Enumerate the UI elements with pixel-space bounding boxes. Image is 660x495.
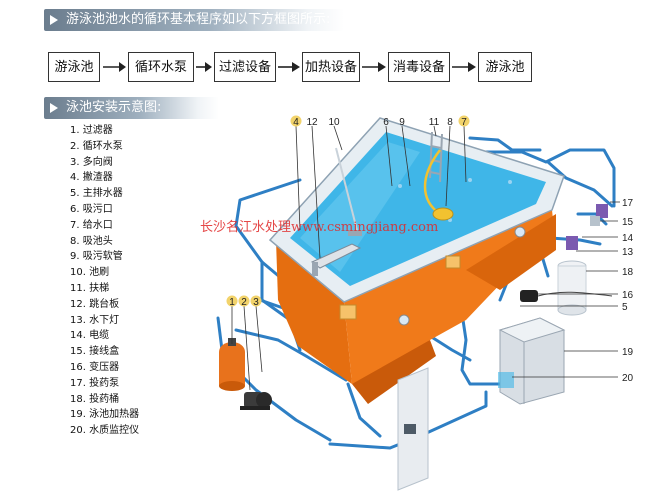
callout-16: 16 [622,290,634,301]
callout-9: 9 [399,117,405,128]
callout-10: 10 [328,117,340,128]
legend-item: 12. 跳台板 [70,298,120,310]
callout-6: 6 [383,117,389,128]
callout-11: 11 [429,117,440,128]
flow-title: 游泳池池水的循环基本程序如以下方框图所示: [66,12,331,27]
flow-arrow-icon [452,62,476,72]
flow-arrow-icon [278,62,300,72]
legend-item: 2. 循环水泵 [70,140,123,152]
callout-2: 2 [241,297,247,308]
legend-item: 3. 多向阀 [70,156,113,168]
pool-heater [498,317,566,405]
legend-item: 4. 撇渣器 [70,172,113,184]
legend-item: 20. 水质监控仪 [70,425,140,437]
callout-1: 1 [229,297,235,308]
callout-20: 20 [622,373,634,384]
callout-8: 8 [447,117,453,128]
callout-leaders [231,125,620,391]
legend-item: 17. 投药泵 [70,377,120,389]
legend-item: 6. 吸污口 [70,203,113,215]
callout-7: 7 [461,117,467,128]
component-legend: 1. 过滤器 2. 循环水泵 3. 多向阀 4. 撇渣器 5. 主排水器 6. … [70,123,139,439]
junction-box [590,216,600,226]
install-title: 泳池安装示意图: [66,100,162,115]
callout-3: 3 [253,297,259,308]
callout-18: 18 [622,267,634,278]
watermark: 长沙名江水处理www.csmingjiang.com [200,220,439,235]
callout-13: 13 [622,247,634,258]
callout-14: 14 [622,233,634,244]
flow-step-pump: 循环水泵 [128,52,194,82]
callout-numbers: 4 12 10 6 9 11 8 7 1 2 3 17 15 14 13 18 … [226,115,634,384]
flow-arrow-icon [103,62,126,72]
legend-item: 1. 过滤器 [70,125,113,136]
callout-4: 4 [293,117,299,128]
cable [537,291,613,297]
legend-item: 9. 吸污软管 [70,251,123,263]
chemical-feeder-pumps [566,204,608,250]
flow-step-pool-start: 游泳池 [48,52,100,82]
flow-step-pool-end: 游泳池 [478,52,532,82]
legend-item: 19. 泳池加热器 [70,409,140,421]
flow-title-banner: 游泳池池水的循环基本程序如以下方框图所示: [44,9,344,31]
legend-item: 11. 扶梯 [70,282,110,294]
water-quality-monitor [397,367,429,491]
callout-15: 15 [622,217,634,228]
callout-19: 19 [622,347,634,358]
flow-arrow-icon [362,62,386,72]
callout-5: 5 [622,302,628,313]
flow-step-disinfection: 消毒设备 [388,52,450,82]
sand-filter [219,338,245,391]
triangle-bullet-icon [50,15,58,25]
legend-item: 15. 接线盒 [70,346,120,358]
legend-item: 8. 吸池头 [70,235,113,247]
pool-vacuum [335,147,454,236]
callout-17: 17 [622,198,634,209]
chemical-tank [557,260,587,316]
circulation-pump [240,392,272,410]
callout-12: 12 [306,117,318,128]
diving-board [311,243,362,276]
install-title-banner: 泳池安装示意图: [44,97,219,119]
triangle-bullet-icon [50,103,58,113]
flow-arrow-icon [196,62,212,72]
legend-item: 13. 水下灯 [70,314,120,326]
legend-item: 18. 投药桶 [70,393,120,405]
legend-item: 7. 给水口 [70,219,113,231]
legend-item: 14. 电缆 [70,330,110,342]
legend-item: 5. 主排水器 [70,188,123,200]
legend-item: 10. 池刷 [70,267,110,279]
legend-item: 16. 变压器 [70,361,120,373]
transformer [520,290,538,302]
flow-step-filter: 过滤设备 [214,52,276,82]
flow-step-heater: 加热设备 [302,52,360,82]
